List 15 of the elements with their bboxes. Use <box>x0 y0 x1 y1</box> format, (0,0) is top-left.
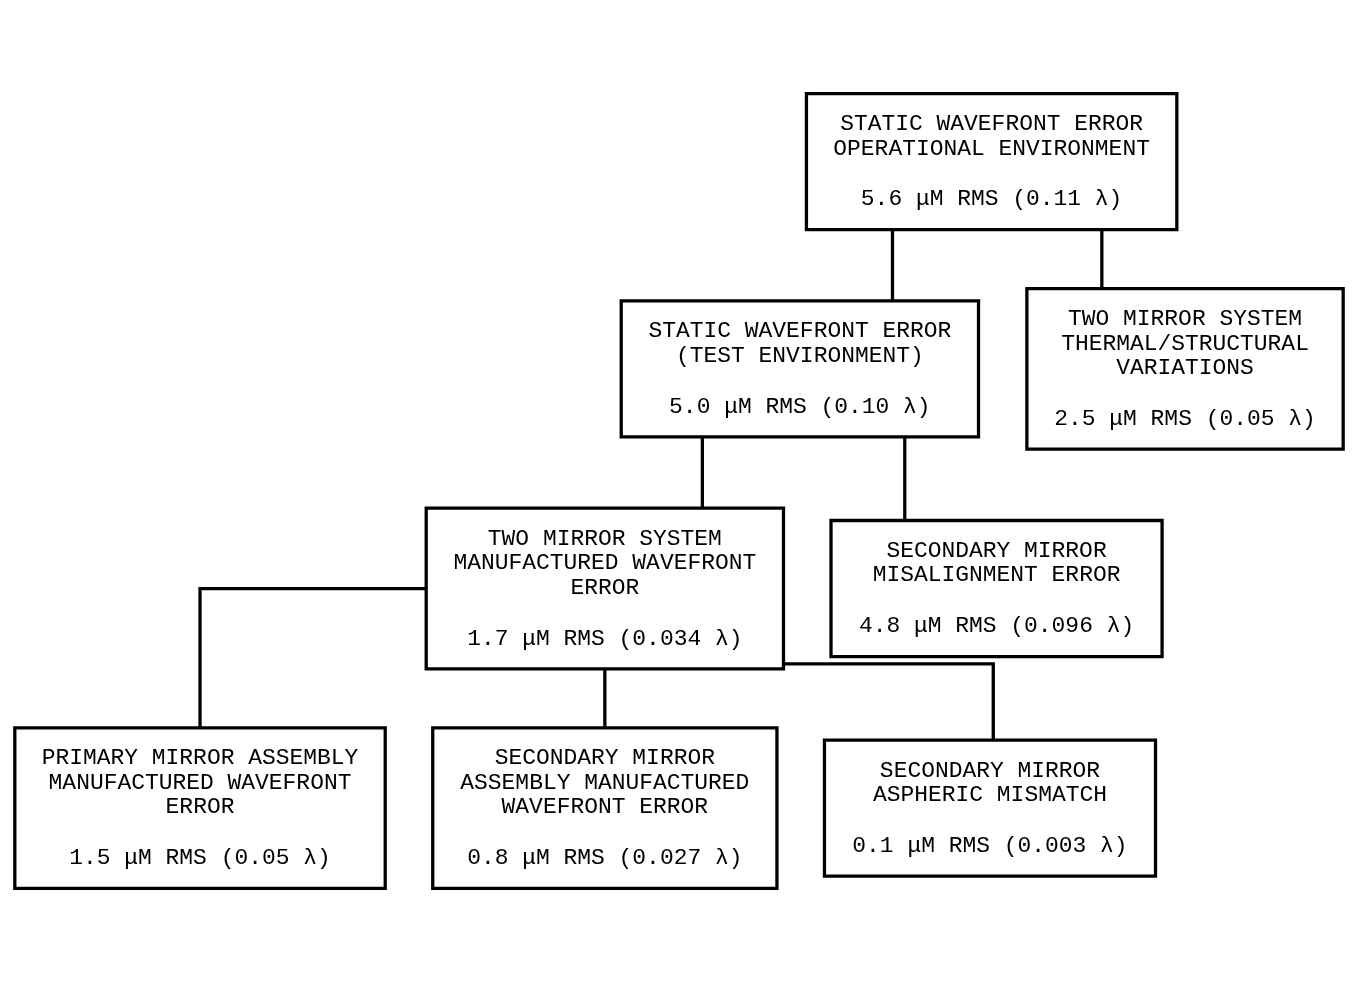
connector <box>198 586 427 728</box>
node-box: TWO MIRROR SYSTEM MANUFACTURED WAVEFRONT ERROR 1.7 μM RMS (0.034 λ) <box>424 506 786 670</box>
node-box: SECONDARY MIRROR ASPHERIC MISMATCH 0.1 μM RMS (0.003 λ) <box>822 738 1158 878</box>
connector <box>603 668 607 728</box>
node-box: TWO MIRROR SYSTEM THERMAL/STRUCTURAL VARIATIONS 2.5 μM RMS (0.05 λ) <box>1025 286 1345 451</box>
node-box: STATIC WAVEFRONT ERROR (TEST ENVIRONMENT) 5.0 μM RMS (0.10 λ) <box>619 298 981 439</box>
connector <box>903 436 907 520</box>
connector <box>1100 229 1104 288</box>
connector <box>700 436 704 508</box>
connector <box>890 229 895 300</box>
node-box: PRIMARY MIRROR ASSEMBLY MANUFACTURED WAVEFRONT ERROR 1.5 μM RMS (0.05 λ) <box>13 725 387 890</box>
node-box: SECONDARY MIRROR MISALIGNMENT ERROR 4.8 μM RMS (0.096 λ) <box>829 518 1164 658</box>
node-box: SECONDARY MIRROR ASSEMBLY MANUFACTURED WAVEFRONT ERROR 0.8 μM RMS (0.027 λ) <box>431 725 779 890</box>
node-box: STATIC WAVEFRONT ERROR OPERATIONAL ENVIRONMENT 5.6 μM RMS (0.11 λ) <box>804 91 1179 231</box>
connector <box>783 661 995 740</box>
